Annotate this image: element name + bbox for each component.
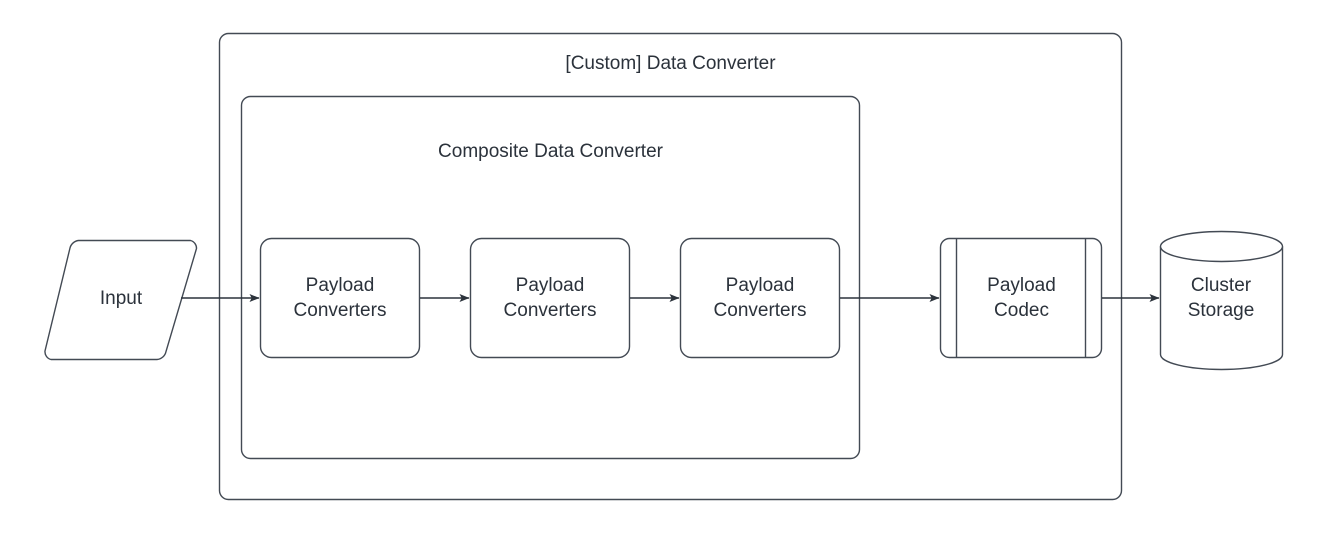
node-cluster-storage-shape[interactable] xyxy=(1159,230,1284,371)
node-payload-converters-2-shape[interactable] xyxy=(469,237,631,359)
node-payload-converters-1-shape[interactable] xyxy=(259,237,421,359)
container-title-composite-data-converter: Composite Data Converter xyxy=(438,141,663,162)
container-title-custom-data-converter: [Custom] Data Converter xyxy=(565,53,776,74)
container-custom-data-converter[interactable] xyxy=(218,32,1123,501)
node-payload-codec-shape[interactable] xyxy=(939,237,1103,359)
node-payload-converters-3-shape[interactable] xyxy=(679,237,841,359)
container-composite-data-converter[interactable] xyxy=(240,95,861,460)
node-input-shape[interactable] xyxy=(44,239,198,361)
